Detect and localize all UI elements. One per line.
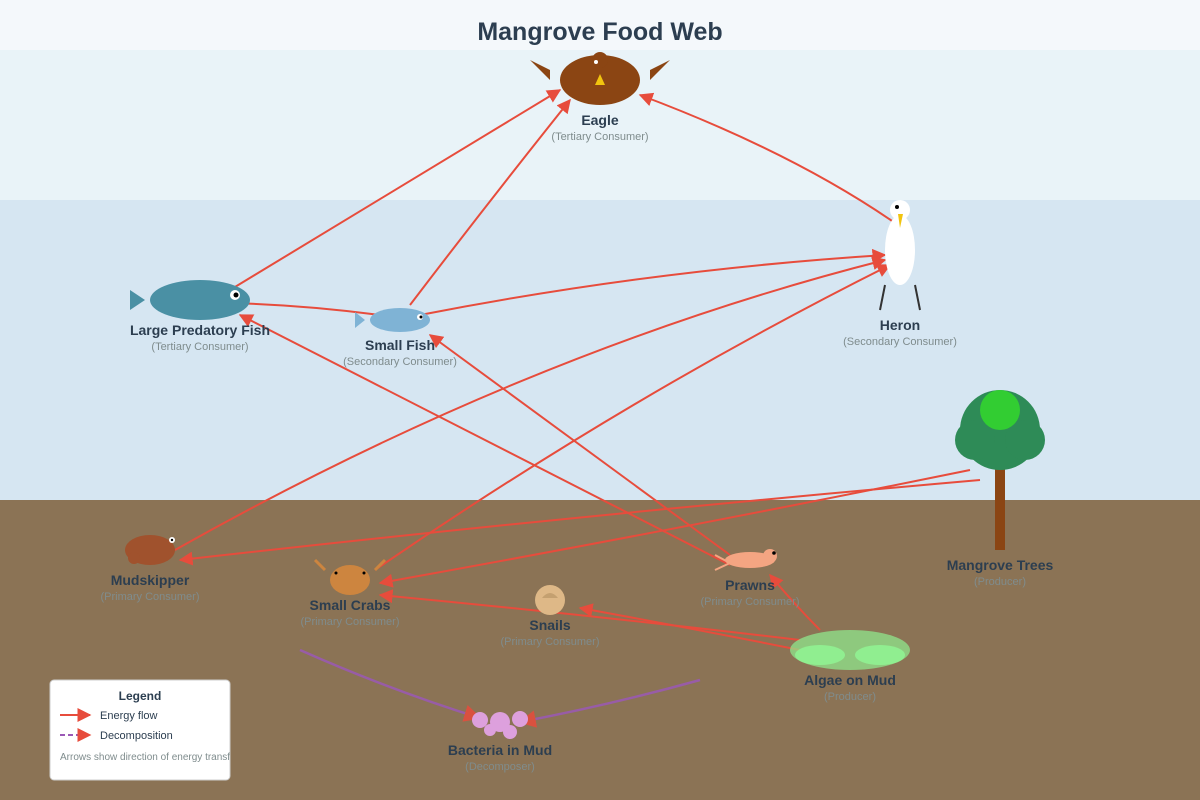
- heron-icon: [879, 200, 921, 311]
- crabs-node: Small Crabs (Primary Consumer): [300, 558, 400, 628]
- snails-node: Snails (Primary Consumer): [500, 585, 600, 648]
- legend: Legend Energy flow Decomposition Arrows …: [49, 679, 240, 781]
- snails-label: Snails: [529, 617, 570, 633]
- algae-label: Algae on Mud: [804, 672, 896, 688]
- energy-arrow-algae-to-snails: [578, 603, 801, 651]
- mangrove-tree-icon: [955, 390, 1045, 550]
- mangrove-node: Mangrove Trees (Producer): [947, 390, 1054, 588]
- small-fish-role: (Secondary Consumer): [343, 356, 457, 368]
- energy-arrow-mangrove-to-crabs: [378, 469, 971, 588]
- links-layer: [174, 89, 981, 728]
- legend-box: [49, 679, 231, 781]
- legend-decomposition-label: Decomposition: [100, 730, 173, 742]
- energy-arrow-prawns-to-large-fish: [238, 314, 731, 566]
- eagle-role: (Tertiary Consumer): [551, 131, 648, 143]
- legend-title: Legend: [119, 689, 162, 703]
- energy-arrow-algae-to-prawns: [769, 573, 821, 631]
- bacteria-role: (Decomposer): [465, 761, 535, 773]
- decomposition-arrow-crabs-to-bacteria: [299, 648, 482, 722]
- small-fish-icon: [355, 308, 430, 332]
- small-fish-label: Small Fish: [365, 337, 435, 353]
- prawns-role: (Primary Consumer): [700, 596, 799, 608]
- eagle-label: Eagle: [581, 112, 619, 128]
- snails-role: (Primary Consumer): [500, 636, 599, 648]
- crabs-role: (Primary Consumer): [300, 616, 399, 628]
- algae-role: (Producer): [824, 691, 876, 703]
- bacteria-label: Bacteria in Mud: [448, 742, 552, 758]
- bacteria-icon: [472, 711, 528, 739]
- large-fish-role: (Tertiary Consumer): [151, 341, 248, 353]
- sky-band-top: [0, 0, 1200, 50]
- mudskipper-icon: [125, 535, 175, 565]
- energy-arrow-crabs-to-heron: [374, 264, 892, 571]
- algae-node: Algae on Mud (Producer): [790, 630, 910, 703]
- mudskipper-label: Mudskipper: [111, 572, 190, 588]
- energy-arrow-prawns-to-small-fish: [428, 334, 731, 556]
- crab-icon: [313, 558, 387, 595]
- heron-role: (Secondary Consumer): [843, 336, 957, 348]
- prawn-icon: [714, 549, 777, 571]
- decomposition-arrow-algae-to-bacteria: [518, 678, 701, 728]
- legend-energy-label: Energy flow: [100, 710, 158, 722]
- energy-arrow-small-fish-to-heron: [419, 248, 887, 316]
- heron-label: Heron: [880, 317, 920, 333]
- large-fish-icon: [130, 280, 250, 320]
- eagle-icon: [530, 52, 670, 105]
- mudskipper-node: Mudskipper (Primary Consumer): [100, 535, 200, 603]
- diagram-title: Mangrove Food Web: [477, 18, 722, 46]
- energy-arrow-mudskipper-to-heron: [174, 256, 887, 551]
- bacteria-node: Bacteria in Mud (Decomposer): [448, 711, 552, 773]
- energy-arrow-heron-to-eagle: [638, 92, 906, 231]
- mangrove-label: Mangrove Trees: [947, 557, 1054, 573]
- large-fish-label: Large Predatory Fish: [130, 322, 270, 338]
- snail-icon: [535, 585, 565, 615]
- prawns-label: Prawns: [725, 577, 775, 593]
- mangrove-role: (Producer): [974, 576, 1026, 588]
- energy-arrow-small-fish-to-eagle: [409, 98, 571, 306]
- mudskipper-role: (Primary Consumer): [100, 591, 199, 603]
- energy-arrow-large-fish-to-eagle: [229, 89, 562, 291]
- eagle-node: Eagle (Tertiary Consumer): [530, 52, 670, 143]
- heron-node: Heron (Secondary Consumer): [843, 200, 957, 348]
- small-fish-node: Small Fish (Secondary Consumer): [343, 308, 457, 368]
- legend-note: Arrows show direction of energy transfer: [60, 752, 240, 763]
- prawns-node: Prawns (Primary Consumer): [700, 549, 800, 608]
- algae-icon: [790, 630, 910, 670]
- large-fish-node: Large Predatory Fish (Tertiary Consumer): [130, 280, 270, 353]
- crabs-label: Small Crabs: [310, 597, 391, 613]
